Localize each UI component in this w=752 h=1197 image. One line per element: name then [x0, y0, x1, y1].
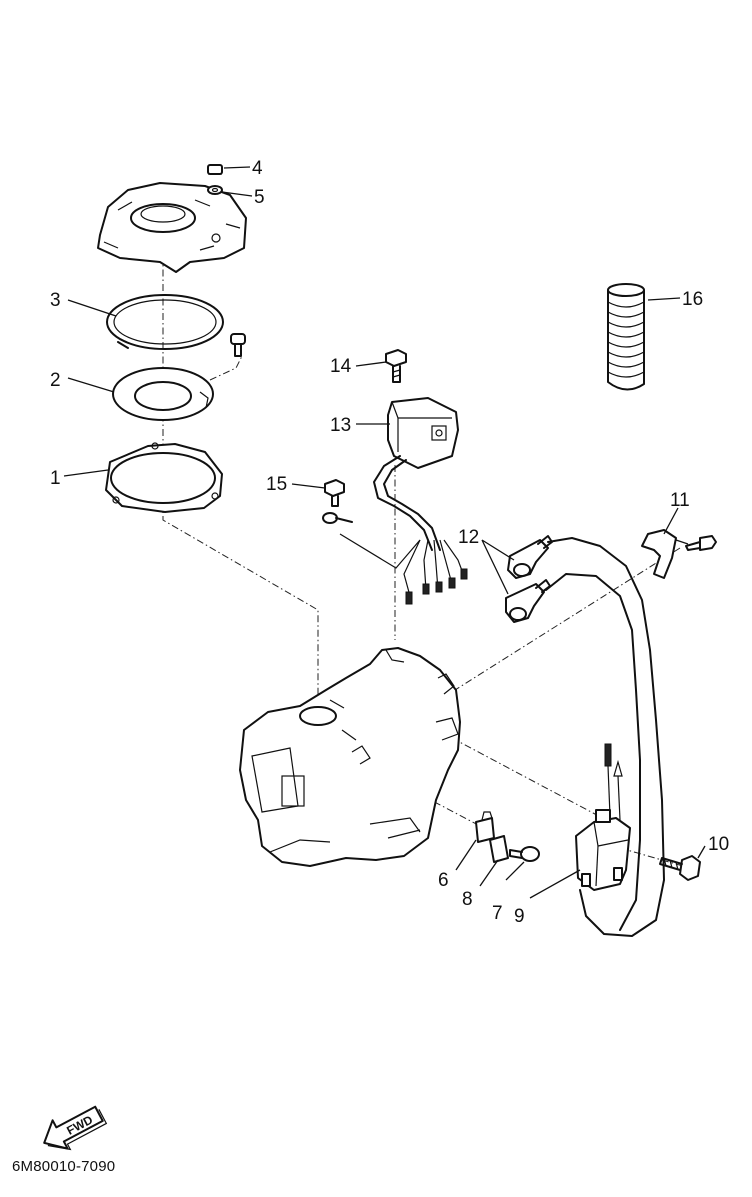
cdi-unit-part-13 [387, 397, 459, 469]
callout-16: 16 [682, 289, 703, 310]
high-tension-leads [545, 537, 665, 937]
callout-3: 3 [50, 290, 61, 311]
base-plate-part-1 [105, 442, 223, 513]
magneto-base-plate [97, 182, 247, 273]
callout-2: 2 [50, 370, 61, 391]
cdi-wire-harness [339, 455, 468, 605]
clamp-part-11 [641, 529, 689, 579]
callout-4: 4 [252, 158, 263, 179]
callout-13: 13 [330, 415, 351, 436]
callout-1: 1 [50, 468, 61, 489]
retainer-ring-part-3 [106, 294, 224, 350]
spark-plug-boot-part-16 [607, 283, 645, 391]
bolt-part-15 [324, 479, 345, 507]
callout-10: 10 [708, 834, 729, 855]
callout-9: 9 [514, 906, 525, 927]
coil-terminal-wire [604, 743, 623, 821]
ignition-coil-part-9 [575, 809, 631, 891]
ground-terminal [322, 512, 353, 524]
callout-12: 12 [458, 527, 479, 548]
drawing-code: 6M80010-7090 [12, 1158, 116, 1175]
leader-lines [63, 166, 706, 899]
holder-part-8 [489, 835, 509, 863]
bracket-part-6 [475, 811, 495, 843]
bolt-part-10 [659, 855, 701, 881]
screw-part-4 [207, 164, 223, 175]
callout-7: 7 [492, 903, 503, 924]
callout-11: 11 [670, 490, 690, 511]
clamp-screw [685, 535, 717, 551]
pulser-plate-part-2 [112, 367, 214, 421]
plug-cap-part-12-lower [505, 579, 551, 623]
crankcase-block [239, 647, 461, 867]
callout-14: 14 [330, 356, 352, 377]
fwd-arrow-icon: FWD [43, 1105, 108, 1151]
screw-part-7 [509, 846, 540, 862]
plug-cap-part-12-upper [507, 535, 553, 579]
small-screw [230, 333, 246, 357]
callout-15: 15 [266, 474, 287, 495]
bolt-part-14 [385, 349, 407, 383]
callout-5: 5 [254, 187, 265, 208]
washer-part-5 [207, 185, 223, 195]
callout-numbers: 4 5 3 2 1 14 13 15 16 12 11 10 6 8 7 9 [50, 158, 729, 927]
callout-6: 6 [438, 870, 449, 891]
callout-8: 8 [462, 889, 473, 910]
